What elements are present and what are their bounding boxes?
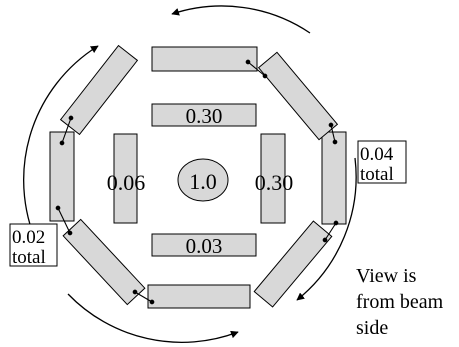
ring-block-left (49, 131, 75, 222)
rotation-arc-top (171, 5, 311, 34)
box-label-right: 0.04 total (357, 140, 407, 185)
box-label-left: 0.02 total (9, 223, 58, 268)
ring-block-bottom-left (62, 218, 146, 306)
center-ellipse (177, 158, 229, 202)
inner-block-top (151, 103, 257, 127)
box-left-value: 0.02 (12, 227, 45, 248)
box-right-value: 0.04 (360, 144, 394, 165)
inner-block-left (113, 133, 138, 224)
ring-block-right (321, 131, 347, 225)
rotation-arc-bottom (67, 293, 239, 343)
caption-line-1: View is (356, 265, 417, 287)
ring-block-bottom-right (253, 220, 333, 308)
label-center: 1.0 (189, 169, 217, 194)
box-left-total: total (12, 247, 46, 268)
box-right-total: total (360, 164, 394, 185)
ring-block-top-right (257, 51, 339, 141)
rotation-arc-left (23, 45, 99, 251)
ring-block-top-left (59, 44, 139, 136)
label-bottom: 0.03 (186, 234, 223, 258)
block-connectors (55, 59, 339, 305)
label-right: 0.30 (255, 170, 294, 195)
ring-block-top (151, 46, 258, 72)
octagon-ring (49, 44, 347, 309)
ring-block-bottom (147, 284, 251, 309)
inner-blocks (113, 103, 286, 257)
inner-block-bottom (151, 233, 257, 257)
label-left: 0.06 (107, 170, 146, 195)
caption-line-2: from beam (356, 291, 444, 313)
rotation-arc-right (296, 157, 357, 301)
caption-line-3: side (356, 317, 388, 339)
label-top: 0.30 (186, 104, 223, 128)
inner-block-right (260, 133, 286, 224)
